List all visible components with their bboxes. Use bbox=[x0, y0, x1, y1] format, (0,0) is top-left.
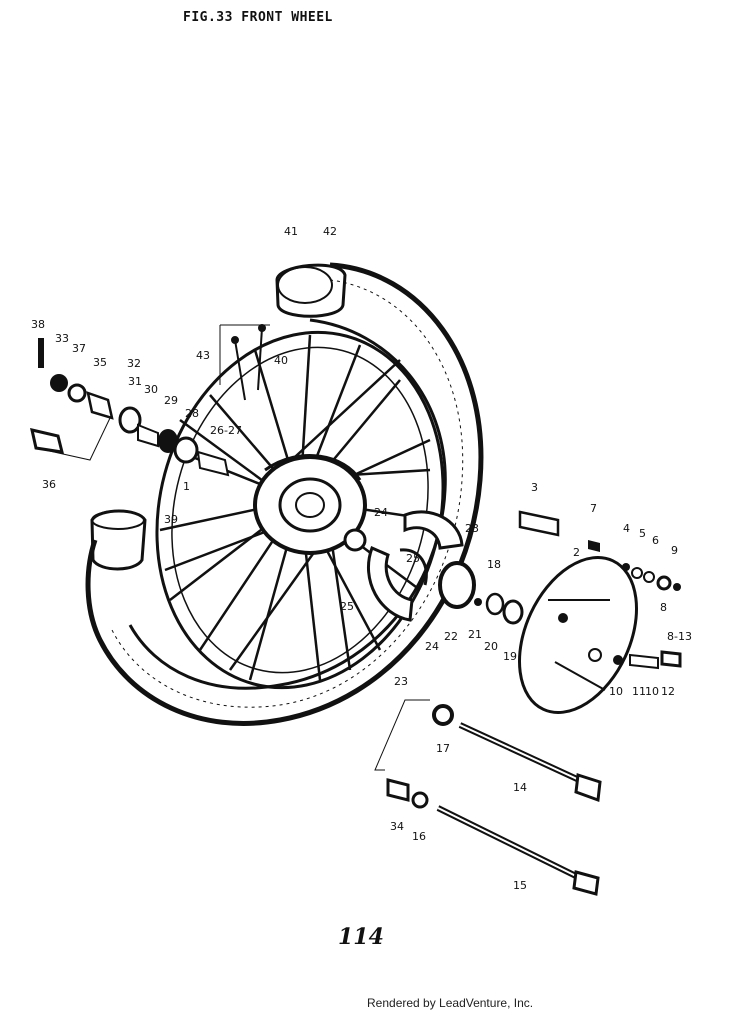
callout-16: 16 bbox=[412, 830, 426, 843]
axles-and-spacers bbox=[374, 699, 602, 896]
callout-9: 9 bbox=[671, 544, 678, 557]
callout-23b: 23 bbox=[394, 675, 408, 688]
tube-section bbox=[90, 509, 147, 571]
brake-shoes bbox=[343, 510, 464, 622]
callout-12: 12 bbox=[661, 685, 675, 698]
callout-38: 38 bbox=[31, 318, 45, 331]
callout-24a: 24 bbox=[374, 506, 388, 519]
callout-39: 39 bbox=[164, 513, 178, 526]
callout-35: 35 bbox=[93, 356, 107, 369]
callout-labels: 1 2 3 4 5 6 7 8 8-13 9 10 11 10 12 14 15… bbox=[31, 225, 692, 892]
page-number: 114 bbox=[338, 924, 384, 950]
callout-20: 20 bbox=[484, 640, 498, 653]
callout-26-27: 26-27 bbox=[210, 424, 242, 437]
rim-tape-roll bbox=[275, 263, 347, 318]
callout-41: 41 bbox=[284, 225, 298, 238]
callout-25b: 25 bbox=[406, 552, 420, 565]
callout-33: 33 bbox=[55, 332, 69, 345]
callout-18: 18 bbox=[487, 558, 501, 571]
rim bbox=[155, 330, 445, 690]
callout-23a: 23 bbox=[465, 522, 479, 535]
callout-10b: 10 bbox=[645, 685, 659, 698]
callout-5: 5 bbox=[639, 527, 646, 540]
callout-7: 7 bbox=[590, 502, 597, 515]
callout-15: 15 bbox=[513, 879, 527, 892]
callout-30: 30 bbox=[144, 383, 158, 396]
callout-17: 17 bbox=[436, 742, 450, 755]
callout-34: 34 bbox=[390, 820, 404, 833]
callout-2: 2 bbox=[573, 546, 580, 559]
callout-28: 28 bbox=[185, 407, 199, 420]
callout-4: 4 bbox=[623, 522, 630, 535]
callout-37: 37 bbox=[72, 342, 86, 355]
callout-14: 14 bbox=[513, 781, 527, 794]
callout-36: 36 bbox=[42, 478, 56, 491]
callout-1: 1 bbox=[183, 480, 190, 493]
callout-8: 8 bbox=[660, 601, 667, 614]
callout-43: 43 bbox=[196, 349, 210, 362]
callout-21: 21 bbox=[468, 628, 482, 641]
callout-22: 22 bbox=[444, 630, 458, 643]
footer-credit: Rendered by LeadVenture, Inc. bbox=[367, 996, 534, 1010]
callout-6: 6 bbox=[652, 534, 659, 547]
callout-3: 3 bbox=[531, 481, 538, 494]
callout-42: 42 bbox=[323, 225, 337, 238]
callout-32: 32 bbox=[127, 357, 141, 370]
left-axle-parts bbox=[30, 338, 230, 477]
spoke-nipple-group bbox=[219, 324, 270, 401]
figure-title: FIG.33 FRONT WHEEL bbox=[183, 10, 333, 25]
brake-panel bbox=[518, 556, 638, 714]
brake-lever-parts bbox=[518, 510, 682, 670]
callout-40: 40 bbox=[274, 354, 288, 367]
callout-19: 19 bbox=[503, 650, 517, 663]
hub bbox=[253, 454, 367, 555]
callout-8-13: 8-13 bbox=[667, 630, 692, 643]
callout-11: 11 bbox=[632, 685, 646, 698]
callout-31: 31 bbox=[128, 375, 142, 388]
callout-10a: 10 bbox=[609, 685, 623, 698]
callout-29: 29 bbox=[164, 394, 178, 407]
callout-25a: 25 bbox=[340, 600, 354, 613]
brake-small-parts bbox=[438, 561, 524, 625]
callout-24b: 24 bbox=[425, 640, 439, 653]
